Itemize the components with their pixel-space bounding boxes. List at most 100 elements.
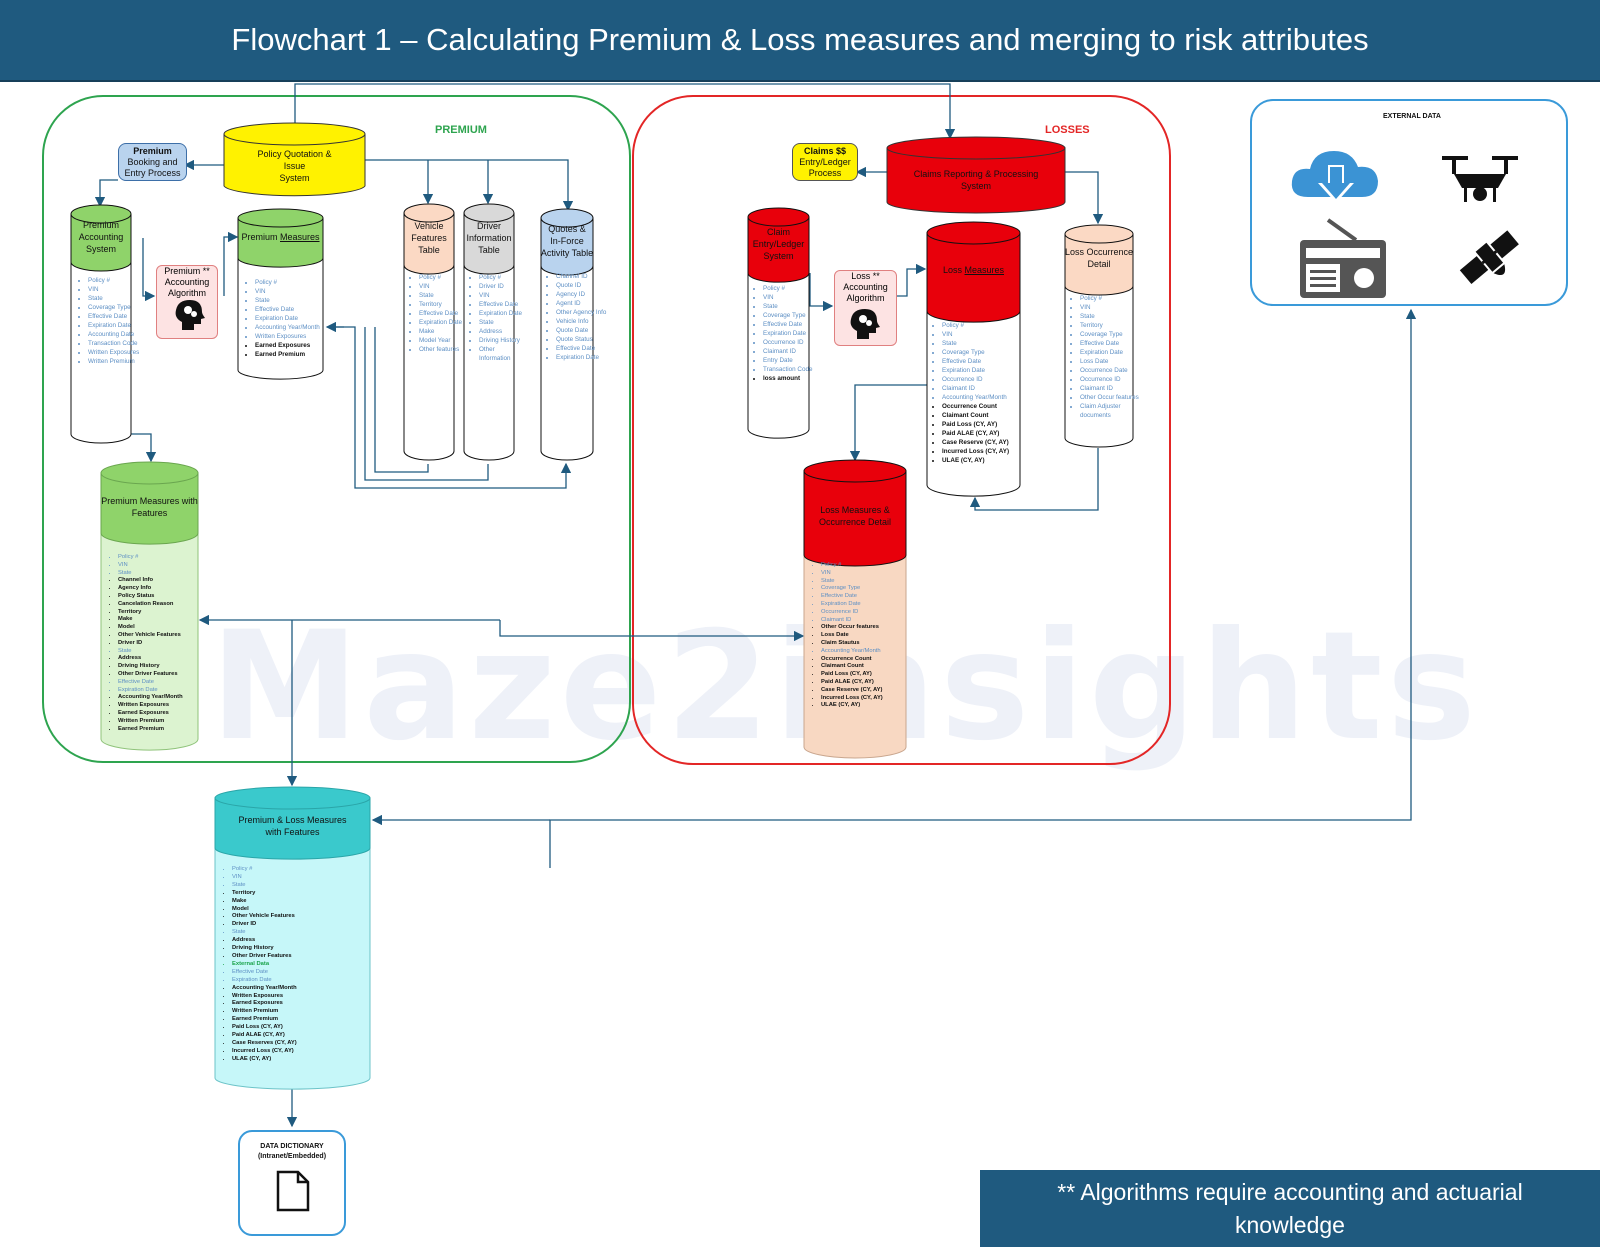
footer-note: ** Algorithms require accounting and act… (980, 1170, 1600, 1247)
field-item: Occurrence Date (1080, 366, 1146, 375)
field-item: Other Driver Features (118, 671, 213, 679)
field-item: Paid ALAE (CY, AY) (942, 429, 1036, 438)
field-item: Earned Premium (232, 1016, 382, 1024)
loss-accounting-algorithm: Loss ** Accounting Algorithm (834, 270, 897, 346)
field-item: Expiration Date (763, 329, 823, 338)
field-item: Claimant Count (821, 663, 921, 671)
field-item: Paid ALAE (CY, AY) (821, 679, 921, 687)
field-item: Effective Date (118, 679, 213, 687)
premium-measures-line-1: Premium (241, 232, 278, 242)
field-item: Claim Stautus (821, 640, 921, 648)
field-item: Make (232, 898, 382, 906)
field-item: Written Exposures (88, 348, 144, 357)
field-item: Policy Status (118, 593, 213, 601)
field-item: Occurrence Count (821, 656, 921, 664)
field-item: Channel ID (556, 272, 608, 281)
field-item: Territory (232, 890, 382, 898)
vehicle-line-3: Table (418, 245, 440, 255)
field-item: Effective Date (763, 320, 823, 329)
field-item: Driving History (232, 945, 382, 953)
field-item: Expiration Date (942, 366, 1036, 375)
field-item: Model Year (419, 336, 467, 345)
claims-system-line-1: Claims Reporting & Processing (913, 169, 1039, 179)
claims-system-line-2: System (960, 181, 991, 191)
claim-ledger-bold-fields: loss amount (749, 374, 823, 383)
field-item: Earned Exposures (118, 710, 213, 718)
dictionary-line-1: DATA DICTIONARY (260, 1143, 324, 1150)
premium-accounting-line-1: Premium (82, 220, 119, 230)
loss-measures-fields: Policy #VINStateCoverage TypeEffective D… (928, 321, 1036, 402)
field-item: Driving History (118, 663, 213, 671)
premium-with-features-fields: Policy #VINStateChannel InfoAgency InfoP… (104, 554, 213, 733)
claim-ledger-line-2: Entry/Ledger (752, 239, 805, 249)
footer-line-1: ** Algorithms require accounting and act… (1057, 1178, 1523, 1205)
field-item: Model (232, 906, 382, 914)
field-item: Driver ID (479, 282, 527, 291)
field-item: Effective Date (232, 969, 382, 977)
premium-loss-measures-with-features: Premium & Loss Measures with Features Po… (214, 786, 371, 1090)
field-item: Written Premium (88, 357, 144, 366)
drone-icon (1442, 156, 1518, 202)
quotes-line-1: Quotes & (548, 224, 586, 234)
loss-measures-occurrence-detail: Loss Measures & Occurrence Detail Policy… (803, 459, 907, 759)
satellite-icon (1459, 230, 1519, 285)
premium-accounting-fields: Policy #VINStateCoverage TypeEffective D… (74, 276, 144, 366)
field-item: Earned Premium (255, 350, 337, 359)
loss-measures-line-2: Measures (964, 265, 1005, 275)
field-item: Effective Date (556, 344, 608, 353)
field-item: Entry Date (763, 356, 823, 365)
field-item: Expiration Date (232, 977, 382, 985)
premium-measures: Premium Measures Policy #VINStateEffecti… (237, 208, 324, 380)
quotes-line-3: Activity Table (540, 248, 594, 258)
field-item: Transaction Code (88, 339, 144, 348)
field-item: Agent ID (556, 299, 608, 308)
field-item: VIN (763, 293, 823, 302)
field-item: Written Premium (232, 1008, 382, 1016)
field-item: Vehicle Info (556, 317, 608, 326)
field-item: VIN (255, 287, 337, 296)
field-item: Other Occur features (821, 624, 921, 632)
field-item: VIN (479, 291, 527, 300)
field-item: Other Driver Features (232, 953, 382, 961)
field-item: Territory (1080, 321, 1146, 330)
loss-algo-line-2: Accounting (843, 282, 888, 292)
field-item: State (255, 296, 337, 305)
field-item: Policy # (419, 273, 467, 282)
field-item: Earned Exposures (255, 341, 337, 350)
field-item: Coverage Type (763, 311, 823, 320)
field-item: Earned Exposures (232, 1000, 382, 1008)
premium-algo-line-3: Algorithm (167, 288, 206, 298)
field-item: VIN (942, 330, 1036, 339)
field-item: State (88, 294, 144, 303)
field-item: Address (479, 327, 527, 336)
field-item: Paid ALAE (CY, AY) (232, 1032, 382, 1040)
premium-accounting-line-3: System (85, 244, 116, 254)
claim-ledger-line-3: System (763, 251, 794, 261)
field-item: VIN (821, 570, 921, 578)
field-item: Agency Info (118, 585, 213, 593)
field-item: Quote Date (556, 326, 608, 335)
field-item: Model (118, 624, 213, 632)
field-item: Effective Date (255, 305, 337, 314)
loss-algo-line-3: Algorithm (846, 293, 885, 303)
premium-algo-line-1: Premium ** (164, 266, 210, 276)
cloud-download-icon (1291, 151, 1378, 203)
occurrence-line-2: Detail (1087, 259, 1111, 269)
field-item: Driver ID (232, 921, 382, 929)
field-item: Channel Info (118, 577, 213, 585)
field-item: Paid Loss (CY, AY) (232, 1024, 382, 1032)
field-item: Accounting Date (88, 330, 144, 339)
premium-with-features-line-1: Premium Measures with (101, 496, 198, 506)
connectors (94, 83, 1417, 1128)
claim-ledger-system: Claim Entry/Ledger System Policy #VINSta… (747, 207, 812, 439)
field-item: State (232, 882, 382, 890)
field-item: State (419, 291, 467, 300)
premium-booking-process: Premium Booking and Entry Process (118, 143, 187, 181)
field-item: State (763, 302, 823, 311)
field-item: Effective Date (88, 312, 144, 321)
combined-fields: Policy #VINStateCoverage TypeEffective D… (807, 562, 921, 710)
field-item: Effective Date (821, 593, 921, 601)
field-item: Make (419, 327, 467, 336)
claims-entry-process: Claims $$ Entry/Ledger Process (792, 143, 858, 181)
field-item: VIN (88, 285, 144, 294)
